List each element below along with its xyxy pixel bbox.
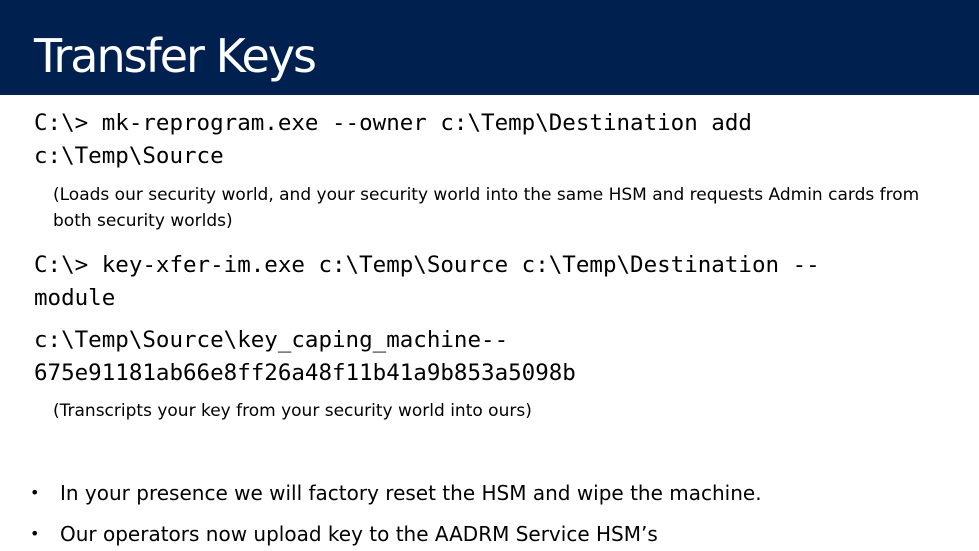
command-line: C:\> mk-reprogram.exe --owner c:\Temp\De… <box>34 110 752 136</box>
command-note: (Transcripts your key from your security… <box>53 401 532 421</box>
slide-title: Transfer Keys <box>34 29 317 83</box>
command-line: C:\> key-xfer-im.exe c:\Temp\Source c:\T… <box>34 252 820 278</box>
command-line: module <box>34 285 116 311</box>
bullet-marker: • <box>30 524 40 543</box>
command-line: c:\Temp\Source\key_caping_machine-- <box>34 327 509 353</box>
command-line: 675e91181ab66e8ff26a48f11b41a9b853a5098b <box>34 360 576 386</box>
command-line: c:\Temp\Source <box>34 143 224 169</box>
command-note: both security worlds) <box>53 211 233 231</box>
title-bar: Transfer Keys <box>0 0 979 95</box>
bullet-marker: • <box>30 483 40 502</box>
bullet-text: In your presence we will factory reset t… <box>60 481 762 505</box>
command-note: (Loads our security world, and your secu… <box>53 185 920 205</box>
bullet-text: Our operators now upload key to the AADR… <box>60 522 658 546</box>
